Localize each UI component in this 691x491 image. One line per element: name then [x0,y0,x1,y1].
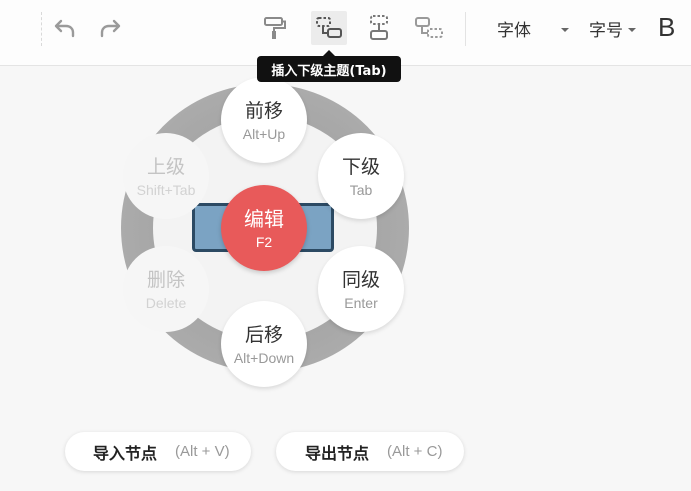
add-sibling-label: 同级 [341,268,380,291]
chevron-down-icon [628,27,636,32]
move-up-button[interactable]: 前移 Alt+Up [221,77,307,163]
redo-button[interactable] [92,11,128,45]
format-painter-button[interactable] [257,11,293,45]
font-family-dropdown[interactable]: 字体 [497,16,569,41]
add-child-button[interactable]: 下级 Tab [318,133,404,219]
edit-label: 编辑 [244,206,284,231]
import-node-button[interactable]: 导入节点 (Alt + V) [65,432,251,471]
font-size-label: 字号 [589,21,623,41]
toolbar-divider [465,12,466,46]
export-node-label: 导出节点 [305,443,370,463]
format-painter-icon [264,17,286,39]
chevron-down-icon [561,27,569,32]
delete-shortcut: Delete [145,294,187,311]
move-down-button[interactable]: 后移 Alt+Down [221,301,307,387]
move-up-shortcut: Alt+Up [242,125,286,142]
tooltip-text: 插入下级主题(Tab) [271,63,387,79]
insert-parent-icon [415,17,443,38]
add-child-shortcut: Tab [349,181,373,198]
move-down-label: 后移 [244,323,283,346]
redo-icon [100,19,121,38]
insert-child-topic-button[interactable] [311,11,347,45]
toolbar-divider [41,12,42,46]
undo-icon [54,19,75,38]
add-sibling-shortcut: Enter [344,294,378,311]
toolbar: 字体 字号 B [0,0,691,66]
edit-button[interactable]: 编辑 F2 [221,185,307,271]
insert-sibling-topic-button[interactable] [361,11,397,45]
export-node-shortcut: (Alt + C) [387,443,443,460]
add-sibling-button[interactable]: 同级 Enter [318,246,404,332]
export-node-button[interactable]: 导出节点 (Alt + C) [276,432,464,471]
add-parent-shortcut: Shift+Tab [136,181,196,198]
insert-parent-topic-button[interactable] [411,11,447,45]
import-node-label: 导入节点 [93,443,158,463]
add-parent-button[interactable]: 上级 Shift+Tab [123,133,209,219]
delete-label: 删除 [146,268,185,291]
import-node-shortcut: (Alt + V) [175,443,230,460]
delete-button[interactable]: 删除 Delete [123,246,209,332]
undo-button[interactable] [47,11,83,45]
font-family-label: 字体 [497,21,531,41]
insert-sibling-icon [370,15,388,40]
move-down-shortcut: Alt+Down [233,349,295,366]
add-child-label: 下级 [341,155,380,178]
font-size-dropdown[interactable]: 字号 [589,16,636,41]
edit-shortcut: F2 [255,233,273,250]
move-up-label: 前移 [244,99,283,122]
bold-button[interactable]: B [658,12,676,42]
tooltip: 插入下级主题(Tab) [257,50,401,82]
insert-child-icon [316,17,342,38]
add-parent-label: 上级 [146,155,185,178]
